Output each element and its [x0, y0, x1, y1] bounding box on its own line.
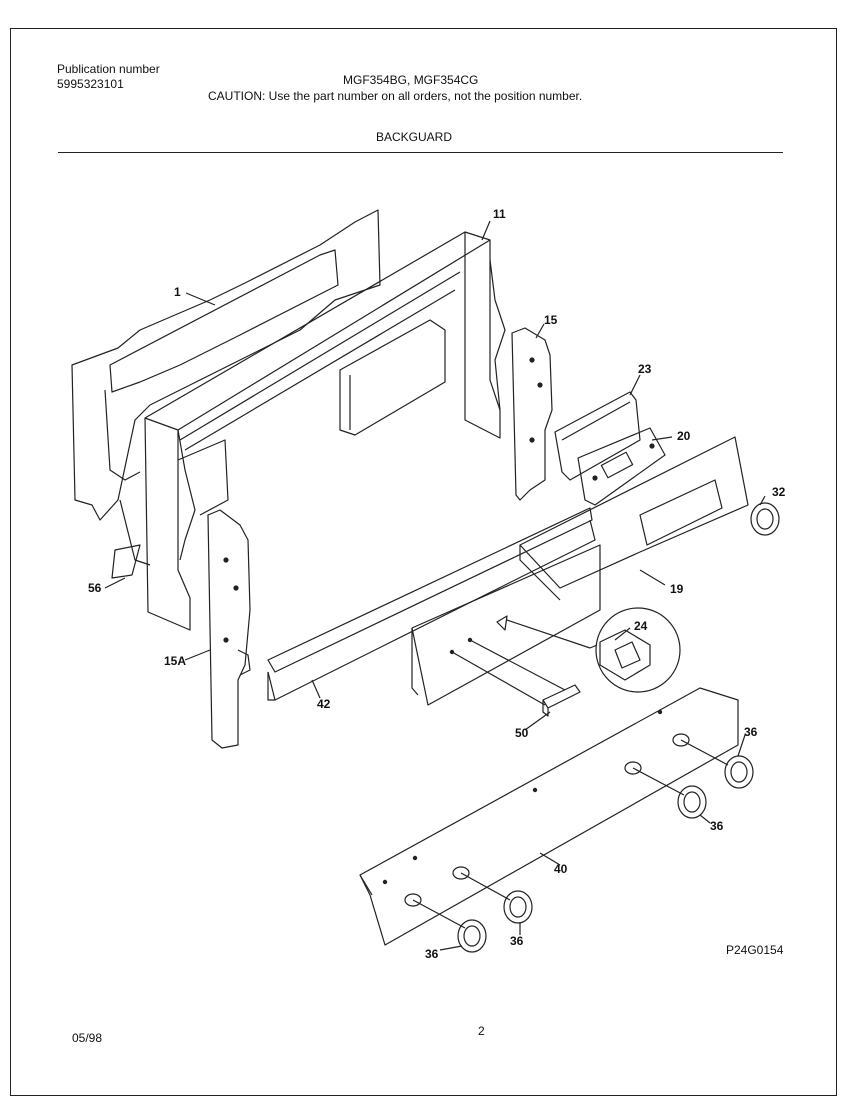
callout-36-d: 36	[425, 947, 439, 961]
callout-32: 32	[772, 485, 786, 499]
control-panel-part-19	[519, 436, 749, 601]
callout-11: 11	[493, 207, 506, 221]
callout-1: 1	[174, 285, 181, 299]
callout-labels: 1 11 15 23 20 32 19 24 50 42 40 56 15A 3…	[88, 207, 786, 961]
switch-panel-part-24	[411, 544, 681, 706]
page-number: 2	[478, 1024, 485, 1038]
callout-20: 20	[677, 429, 691, 443]
model-numbers: MGF354BG, MGF354CG	[343, 73, 479, 87]
caution-note: CAUTION: Use the part number on all orde…	[208, 89, 583, 103]
knob-part-32	[750, 502, 780, 536]
footer-date: 05/98	[72, 1031, 103, 1045]
publication-label: Publication number	[57, 62, 160, 76]
callout-23: 23	[638, 362, 652, 376]
diagram-code: P24G0154	[726, 943, 784, 957]
callout-56: 56	[88, 581, 102, 595]
backguard-frame-part-11	[144, 231, 506, 631]
callout-36-a: 36	[744, 725, 758, 739]
knob-part-36-lower-left	[457, 919, 487, 953]
leader-lines	[104, 220, 766, 951]
callout-40: 40	[554, 862, 568, 876]
header-rule	[58, 152, 783, 153]
callout-24: 24	[634, 619, 648, 633]
callout-42: 42	[317, 697, 331, 711]
section-title: BACKGUARD	[376, 130, 453, 144]
callout-36-c: 36	[510, 934, 524, 948]
callout-19: 19	[670, 582, 684, 596]
bracket-part-15	[511, 327, 553, 501]
page-border	[10, 28, 837, 1096]
callout-15A: 15A	[164, 654, 186, 668]
knob-part-36-right-top	[724, 755, 754, 789]
knob-part-36-right-mid	[677, 785, 707, 819]
rear-panel-part-1	[71, 209, 381, 579]
clock-bracket-part-23	[554, 391, 641, 481]
publication-number: 5995323101	[57, 77, 124, 91]
callout-36-b: 36	[710, 819, 724, 833]
clock-timer-part-20	[577, 427, 666, 506]
lower-panel-part-40	[359, 687, 739, 946]
knob-part-36-lower-mid	[503, 890, 533, 924]
callout-15: 15	[544, 313, 558, 327]
bracket-part-15A	[207, 509, 251, 749]
callout-50: 50	[515, 726, 529, 740]
indicator-part-50	[542, 684, 581, 717]
trim-part-42	[267, 507, 596, 701]
